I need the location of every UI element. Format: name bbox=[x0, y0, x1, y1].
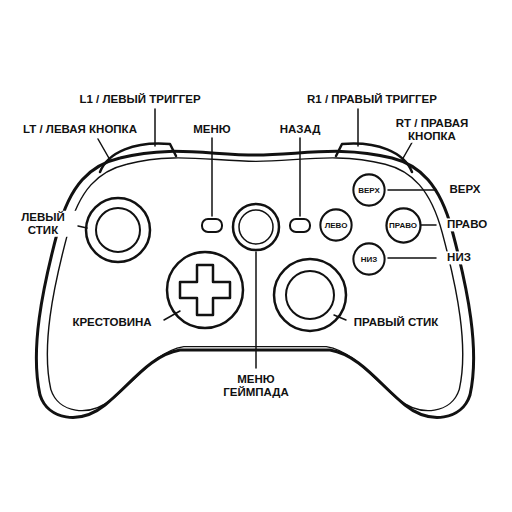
part-label: ЛЕВЫЙ СТИК bbox=[10, 211, 76, 237]
leader-line bbox=[78, 226, 87, 228]
part-label: LT / ЛЕВАЯ КНОПКА bbox=[21, 123, 139, 136]
part-label: МЕНЮ ГЕЙМПАДА bbox=[218, 373, 294, 399]
body-inner-outline bbox=[47, 158, 462, 411]
leader-line bbox=[154, 109, 156, 146]
leader-line bbox=[388, 257, 436, 259]
leader-line bbox=[388, 189, 436, 191]
face-button: ЛЕВО bbox=[319, 208, 353, 242]
part-label: RT / ПРАВАЯ КНОПКА bbox=[392, 117, 472, 143]
part-label: ВЕРХ bbox=[448, 183, 483, 196]
right-stick bbox=[274, 259, 346, 331]
face-button: ВЕРХ bbox=[352, 173, 386, 207]
right-stick-cap bbox=[286, 271, 334, 319]
button-circle bbox=[353, 243, 384, 274]
guide-button-inner bbox=[239, 210, 273, 244]
part-label: L1 / ЛЕВЫЙ ТРИГГЕР bbox=[77, 93, 202, 106]
part-label: КРЕСТОВИНА bbox=[70, 316, 153, 329]
back-button bbox=[290, 219, 310, 232]
button-label: НИЗ bbox=[361, 255, 378, 264]
part-label: ПРАВО bbox=[445, 218, 489, 231]
part-label: ПРАВЫЙ СТИК bbox=[352, 316, 441, 329]
part-label: МЕНЮ bbox=[191, 123, 232, 136]
menu-button bbox=[202, 219, 222, 232]
button-label: ВЕРХ bbox=[358, 186, 379, 195]
button-circle bbox=[353, 174, 384, 205]
leader-line bbox=[211, 138, 213, 216]
leader-line bbox=[421, 224, 436, 226]
leader-line bbox=[299, 138, 301, 216]
guide-button bbox=[233, 204, 279, 250]
leader-line bbox=[98, 139, 110, 160]
body-outline bbox=[36, 151, 473, 417]
part-label: НАЗАД bbox=[278, 123, 323, 136]
leader-line bbox=[164, 311, 180, 320]
leader-line bbox=[255, 252, 257, 368]
button-label: ЛЕВО bbox=[325, 221, 348, 230]
leader-line bbox=[334, 315, 346, 320]
face-button: ПРАВО bbox=[385, 207, 422, 244]
dpad-ring bbox=[167, 252, 243, 328]
button-circle bbox=[320, 209, 351, 240]
leader-line bbox=[357, 109, 359, 146]
part-label: НИЗ bbox=[445, 251, 473, 264]
button-circle bbox=[386, 208, 420, 242]
dpad-cross bbox=[180, 265, 230, 315]
part-label: R1 / ПРАВЫЙ ТРИГГЕР bbox=[305, 93, 439, 106]
left-stick bbox=[86, 198, 150, 262]
left-bumper bbox=[100, 144, 176, 172]
button-label: ПРАВО bbox=[389, 221, 417, 230]
left-stick-cap bbox=[96, 208, 140, 252]
face-button: НИЗ bbox=[352, 242, 386, 276]
right-bumper bbox=[336, 144, 412, 172]
